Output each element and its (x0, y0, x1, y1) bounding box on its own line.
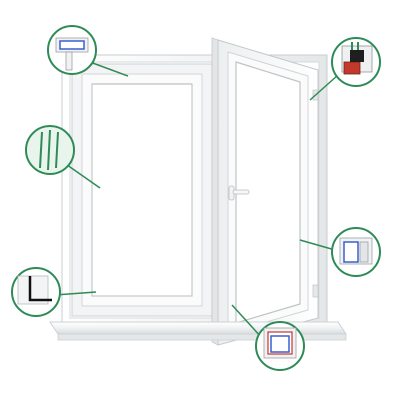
sash-profile-icon (339, 237, 373, 265)
leader-line (89, 61, 129, 77)
sash-profile-callout (331, 227, 381, 277)
left-sash (71, 63, 213, 317)
bottom-profile-icon (263, 327, 297, 359)
corner-seal-icon (17, 275, 52, 305)
leader-line (54, 291, 97, 296)
hinge-icon (312, 284, 319, 298)
seal-corner-callout (11, 267, 61, 317)
bottom-profile-callout (255, 321, 305, 371)
frame-profile-callout (47, 25, 97, 75)
reinforcement-callout (331, 37, 381, 87)
leader-line (231, 304, 263, 339)
leader-line (299, 239, 336, 251)
window-handle-icon (228, 185, 250, 201)
glass-panes-callout (25, 125, 75, 175)
steel-reinforcement-icon (341, 42, 373, 75)
glass-pane-icon (39, 129, 59, 171)
right-sash-open (211, 37, 319, 346)
frame-corner-icon (55, 37, 89, 71)
leader-line (309, 74, 339, 101)
